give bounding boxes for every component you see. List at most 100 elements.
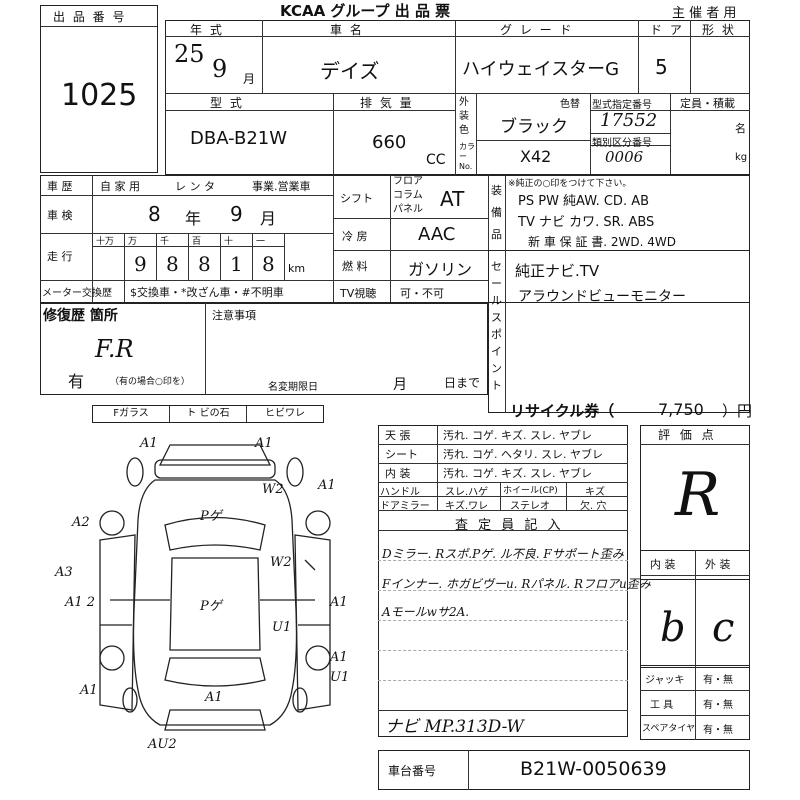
interior-score-label: 内 装: [650, 558, 676, 571]
class-number-label: 類別区分番号: [592, 138, 652, 149]
spare-label: スペアタイヤ: [642, 724, 696, 734]
interior-row-label: 天 張: [385, 429, 411, 442]
mileage-unit-label: 百: [192, 237, 202, 247]
damage-mark: A1: [205, 690, 223, 705]
mileage-unit-label: 一: [256, 237, 266, 247]
damage-mark: Pゲ: [200, 599, 222, 614]
car-name-label: 車 名: [330, 23, 364, 37]
glass-chip: ト ビの石: [170, 406, 247, 422]
interior-row-values: 汚れ. コゲ. ヘタリ. スレ. ヤブレ: [443, 448, 603, 461]
interior-row-values: 汚れ. コゲ. キズ. スレ. ヤブレ: [443, 429, 592, 442]
spare-option: 有・無: [703, 725, 733, 736]
equipment-row3: 新 車 保 証 書. 2WD. 4WD: [528, 235, 676, 249]
car-name: デイズ: [320, 59, 380, 83]
mileage-unit: km: [288, 262, 306, 275]
fuel-value: ガソリン: [408, 260, 473, 279]
inspection-year-unit: 年: [185, 209, 202, 228]
inspector-line: Dミラー. Rスポ.Pゲ. ル不良. Fサポート歪み: [382, 547, 624, 561]
displacement-value: 660: [372, 132, 407, 153]
repair-block: [40, 303, 488, 395]
shift-floor: フロア: [393, 176, 423, 187]
lot-number-box: 出 品 番 号 1025: [40, 5, 158, 173]
inspection-month: 9: [230, 202, 243, 226]
wheel-label: ホイール(CP): [503, 486, 558, 496]
damage-mark: W2: [262, 482, 284, 497]
interior-row-label: 内 装: [385, 467, 411, 480]
stereo-label: ステレオ: [510, 501, 550, 512]
repair-label: 修復歴 箇所: [43, 308, 118, 324]
recycle-amount: 7,750: [658, 400, 704, 419]
caution-label: 注意事項: [212, 309, 256, 322]
chassis-number: B21W-0050639: [520, 758, 667, 780]
mileage-digit: 8: [262, 252, 275, 276]
year-value: 25: [174, 40, 205, 68]
interior-row-values: 汚れ. コゲ. キズ. スレ. ヤブレ: [443, 467, 592, 480]
history-rental: レ ン タ: [175, 180, 215, 193]
doors-label: ド ア: [650, 23, 684, 37]
inspector-line: Aモールwサ2A.: [382, 605, 470, 619]
mileage-unit-label: 万: [128, 237, 138, 247]
displacement-label: 排 気 量: [360, 96, 414, 110]
history-label: 車 歴: [47, 180, 73, 193]
shift-column: コラム: [393, 190, 423, 201]
recycle-unit: ）円: [722, 402, 753, 420]
type-number-value: 17552: [600, 110, 658, 131]
history-business: 事業.営業車: [252, 180, 311, 193]
meter-exchange-label: メーター交換歴: [42, 288, 112, 299]
capacity-label: 定員・積載: [680, 97, 735, 110]
damage-mark: A1 2: [65, 595, 96, 610]
jack-option: 有・無: [703, 675, 733, 686]
wheel-value: キズ: [585, 487, 605, 498]
sales-point-line1: 純正ナビ.TV: [515, 262, 600, 280]
history-block: [40, 175, 750, 303]
tool-option: 有・無: [703, 700, 733, 711]
year-label: 年 式: [190, 23, 224, 37]
shift-types: フロア コラム パネル: [393, 175, 423, 217]
cc-unit: CC: [426, 152, 446, 168]
equipment-note: ※純正の○印をつけて下さい。: [508, 179, 632, 189]
damage-mark: W2: [270, 555, 292, 570]
month-unit: 月: [243, 72, 256, 86]
name-change-day: 日まで: [444, 376, 481, 390]
jack-label: ジャッキ: [645, 675, 685, 686]
condition-block: [378, 425, 628, 737]
mileage-digit: 1: [230, 252, 243, 276]
repair-value: F.R: [95, 335, 134, 363]
interior-row-label: シート: [385, 448, 418, 461]
color-change-label: 色替: [560, 99, 580, 110]
capacity-unit-kg: kg: [735, 152, 748, 163]
tool-label: 工 具: [650, 700, 674, 711]
meter-exchange-options: $交換車・*改ざん車・#不明車: [130, 286, 284, 299]
shift-label: シフト: [340, 192, 373, 205]
damage-mark: A1: [318, 478, 336, 493]
color-no-value: X42: [520, 147, 552, 166]
mileage-digit: 9: [134, 252, 147, 276]
name-change-month: 月: [393, 377, 407, 393]
inspection-label: 車 検: [47, 209, 73, 222]
model-label: 型 式: [210, 96, 244, 110]
repair-note: （有の場合○印を）: [110, 377, 190, 387]
glass-options: Fガラス ト ビの石 ヒビワレ: [92, 405, 324, 423]
damage-mark: A3: [55, 565, 73, 580]
inspector-bottom: ナビ MP.313D-W: [385, 717, 524, 737]
equipment-label: 装備品: [491, 184, 502, 241]
damage-mark: AU2: [148, 737, 177, 752]
class-number-value: 0006: [605, 148, 644, 166]
fuel-label: 燃 料: [342, 260, 368, 273]
recycle-label: リサイクル券（: [510, 402, 615, 420]
model-value: DBA-B21W: [190, 128, 288, 149]
equipment-row1: PS PW 純AW. CD. AB: [518, 194, 650, 209]
score-label: 評 価 点: [658, 428, 717, 442]
ac-label: 冷 房: [342, 230, 368, 243]
ac-value: AAC: [418, 224, 456, 245]
shape-label: 形 状: [702, 23, 736, 37]
chassis-box: [378, 750, 750, 790]
equipment-row2: TV ナビ カワ. SR. ABS: [518, 215, 655, 230]
history-private: 自 家 用: [100, 180, 140, 193]
exterior-color-label: 外装色: [459, 97, 469, 136]
doors-value: 5: [655, 55, 668, 79]
vehicle-block: [165, 20, 750, 175]
mileage-unit-label: 千: [160, 237, 170, 247]
car-damage-diagram: [99, 444, 331, 731]
handle-label: ハンドル: [380, 487, 420, 498]
